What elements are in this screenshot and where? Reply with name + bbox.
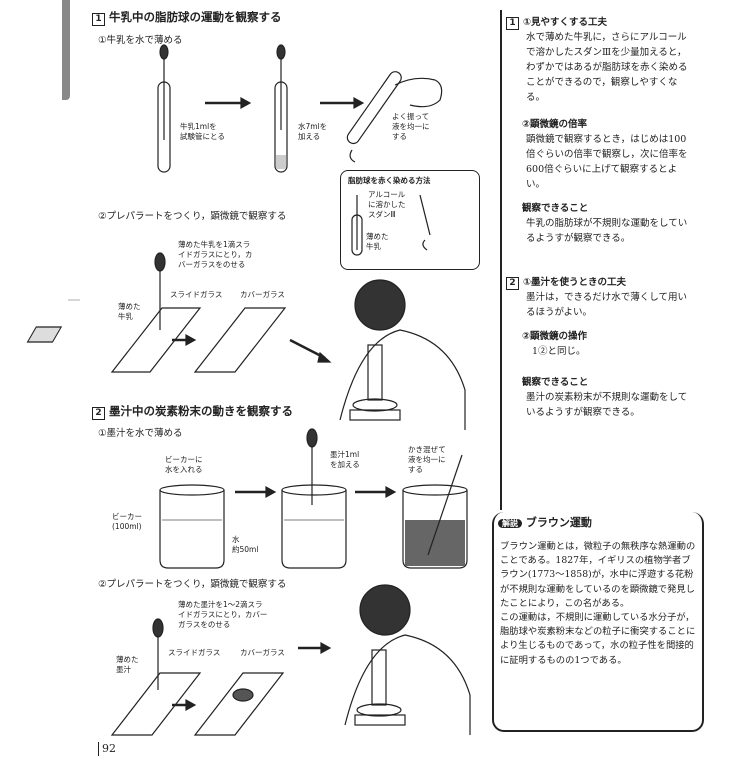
sudan-dropper: [351, 194, 431, 256]
note1-text: 水で薄めた牛乳に，さらにアルコールで溶かしたスダンⅢを少量加えると，わずかではあ…: [526, 32, 688, 103]
notes-column: [500, 10, 702, 510]
note5-heading: ②顕微鏡の操作: [522, 331, 588, 342]
test-tube-water: [274, 44, 288, 173]
sudan-method-box: [340, 170, 480, 270]
slide-label-1: スライドガラス: [170, 290, 223, 299]
label-water: 水7mlを 加える: [298, 122, 328, 141]
shaking-hand: [346, 71, 443, 163]
note3-heading: 観察できること: [522, 203, 589, 214]
slide-glass-4: [193, 672, 285, 736]
cover-label-1: カバーガラス: [240, 290, 285, 299]
note6-heading: 観察できること: [522, 377, 589, 388]
water-label: 水 約50ml: [232, 535, 259, 554]
note4-text: 墨汁は，できるだけ水で薄くして用いるほうがよい。: [526, 292, 688, 318]
page-number: 92: [98, 742, 116, 756]
box-alcohol-label: アルコール に溶かした スダンⅢ: [368, 190, 406, 219]
slide-glass-2: [193, 307, 287, 373]
section1-step1: ①牛乳を水で薄める: [98, 35, 183, 46]
beaker-note: ビーカーに 水を入れる: [165, 455, 203, 474]
note6-text: 墨汁の炭素粉末が不規則な運動をしているようすが観察できる。: [526, 392, 688, 418]
explanation-badge: 解説: [498, 519, 522, 528]
section2-step1: ①墨汁を水で薄める: [98, 428, 183, 439]
explanation-box: [492, 512, 704, 732]
cover-label-2: カバーガラス: [240, 648, 285, 657]
note3-text: 牛乳の脂肪球が不規則な運動をしているようすが観察できる。: [526, 218, 688, 244]
page-tab: [62, 0, 70, 100]
beaker-3: [402, 454, 468, 569]
beaker-1: [159, 484, 225, 569]
test-tube-milk: [157, 44, 171, 173]
mix-label: かき混ぜて 液を均一に する: [408, 445, 446, 474]
explanation-title: 解説 ブラウン運動: [498, 516, 592, 531]
slide-label-2: スライドガラス: [168, 648, 221, 657]
slide-glass-1: [110, 307, 202, 373]
section1-step2: ②プレパラートをつくり，顕微鏡で観察する: [98, 211, 287, 222]
section2-step2: ②プレパラートをつくり，顕微鏡で観察する: [98, 579, 287, 590]
beaker-label: ビーカー (100ml): [112, 512, 142, 531]
explanation-para-1: ブラウン運動とは，微粒子の無秩序な熱運動のことである。1827年，イギリスの植物…: [500, 541, 696, 609]
box-title: 脂肪球を赤く染める方法: [348, 176, 431, 185]
explanation-text: ブラウン運動とは，微粒子の無秩序な熱運動のことである。1827年，イギリスの植物…: [500, 540, 696, 668]
student-microscope-1: [339, 279, 466, 430]
student-microscope-2: [344, 584, 471, 735]
note5-text: 1②と同じ。: [532, 346, 586, 357]
diluted-milk-label: 薄めた 牛乳: [118, 302, 141, 321]
drop-note-milk: 薄めた牛乳を1滴スラ イドガラスにとり，カ バーガラスをのせる: [178, 240, 253, 269]
beaker-2: [281, 428, 347, 569]
diluted-ink-label: 薄めた 墨汁: [116, 655, 139, 674]
label-milk: 牛乳1mlを 試験管にとる: [180, 122, 225, 141]
box-milk-label: 薄めた 牛乳: [366, 232, 389, 251]
drop-note-ink: 薄めた墨汁を1～2滴スラ イドガラスにとり，カバー ガラスをのせる: [178, 600, 268, 629]
note2-heading: ②顕微鏡の倍率: [522, 119, 588, 130]
explanation-para-2: この運動は，不規則に運動している水分子が，脂肪球や炭素粉末などの粒子に衝突するこ…: [500, 612, 696, 666]
ink-dropper: [152, 618, 164, 690]
ink-label: 墨汁1ml を加える: [330, 450, 360, 469]
slide-glass-3: [110, 672, 202, 736]
note2-text: 顕微鏡で観察するとき，はじめは100倍ぐらいの倍率で観察し，次に倍率を600倍ぐ…: [526, 134, 688, 190]
label-shake: よく振って 液を均一に する: [392, 112, 430, 141]
milk-dropper: [154, 252, 166, 330]
